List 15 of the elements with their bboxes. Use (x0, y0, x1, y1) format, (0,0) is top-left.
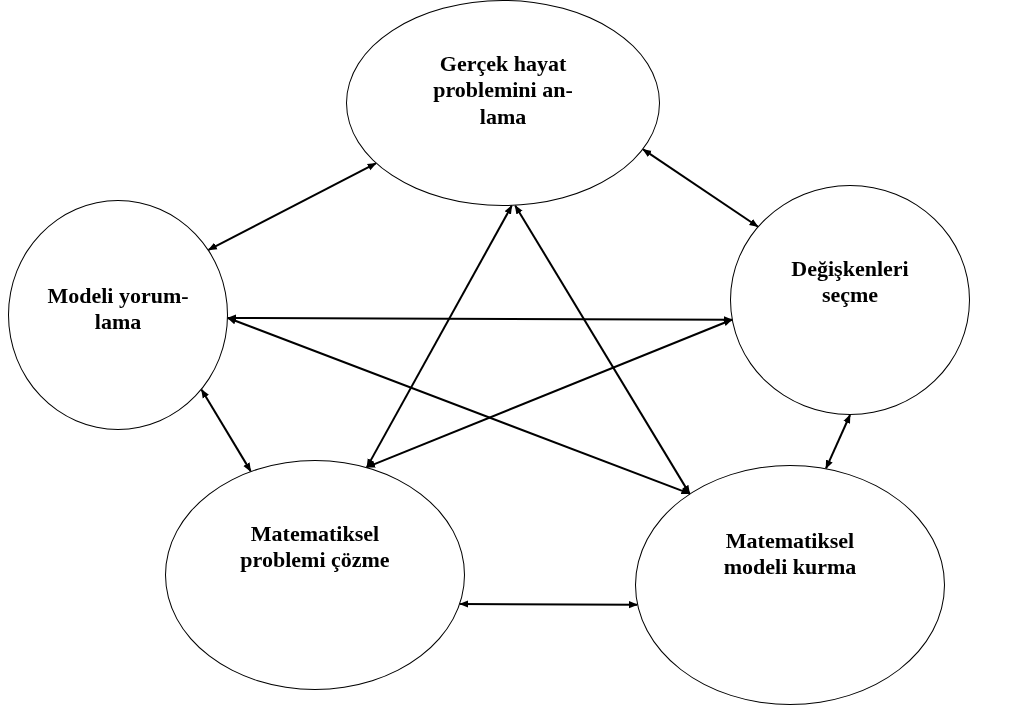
double-arrow (226, 314, 733, 324)
double-arrow (514, 204, 691, 495)
double-arrow (642, 148, 759, 228)
double-arrow (366, 318, 733, 469)
node-label: Değişkenleri seçme (790, 256, 910, 309)
double-arrow (200, 388, 252, 473)
node-label: Modeli yorum- lama (46, 283, 190, 336)
double-arrow (825, 414, 851, 470)
node-label: Gerçek hayat problemini an- lama (432, 51, 574, 131)
double-arrow (459, 600, 639, 609)
node-label: Matematiksel problemi çözme (239, 521, 391, 574)
double-arrow (366, 204, 513, 469)
node-label: Matematiksel modeli kurma (722, 528, 858, 581)
double-arrow (207, 162, 377, 251)
double-arrow (226, 317, 691, 495)
